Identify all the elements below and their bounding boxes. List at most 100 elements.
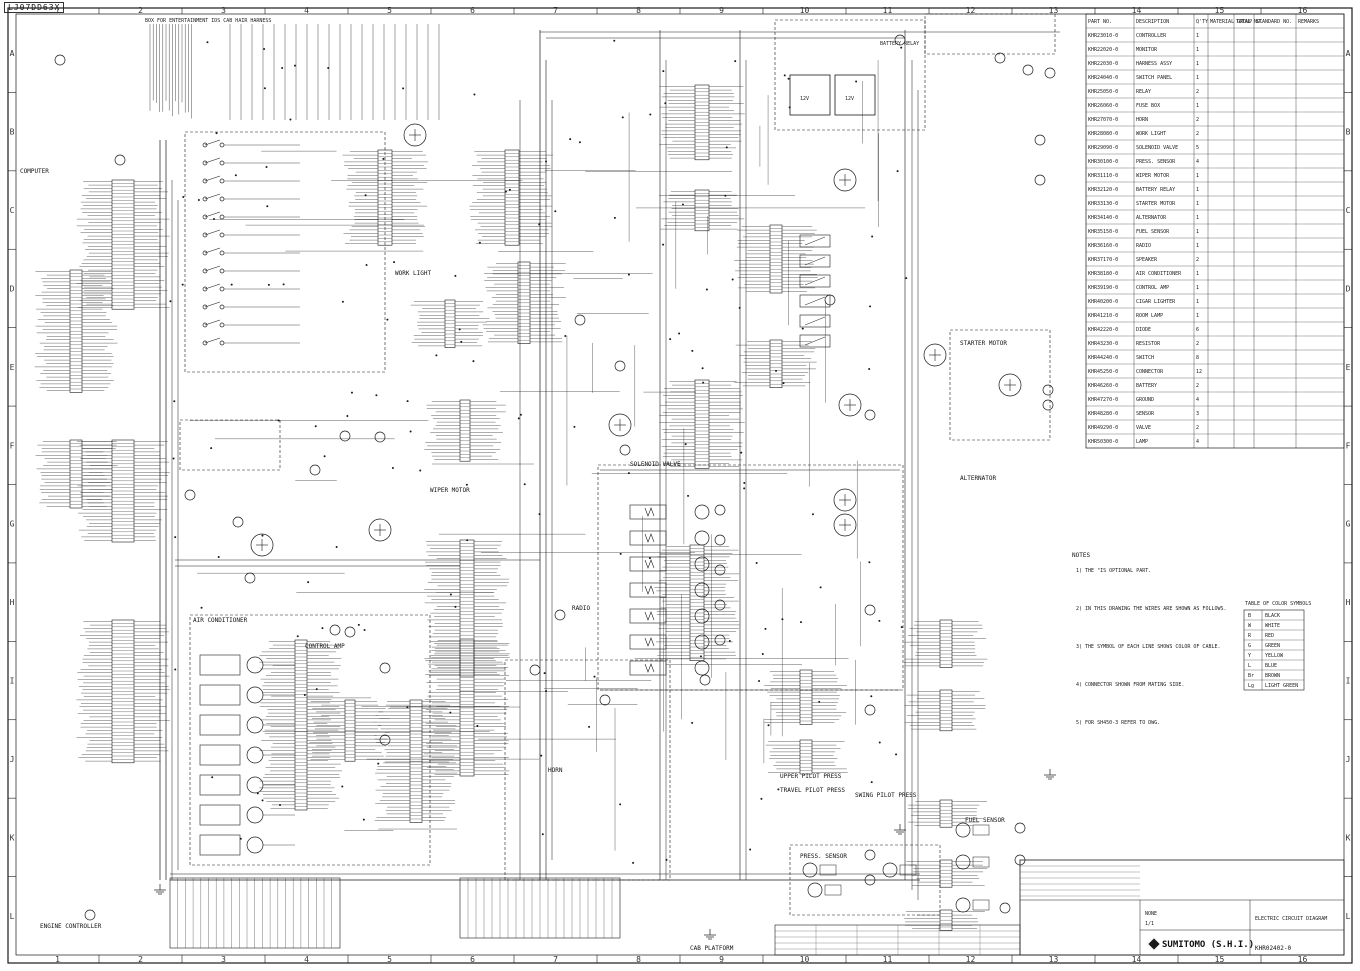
panel-switch [202, 265, 300, 274]
splice-dot [761, 652, 764, 655]
splice-dot [465, 483, 468, 486]
parts-table-cell: KHR42220-0 [1088, 327, 1118, 333]
parts-table-cell: MONITOR [1136, 47, 1158, 53]
splice-dot [454, 605, 457, 608]
item-balloon [309, 464, 321, 476]
grid-col-label: 12 [966, 955, 976, 964]
parts-table-cell: KHR40200-0 [1088, 299, 1118, 305]
sensor-connector [904, 909, 985, 931]
item-balloon [114, 154, 126, 166]
splice-dot [665, 858, 668, 861]
main-harness-connector [424, 539, 510, 677]
parts-table-cell: 1 [1196, 229, 1199, 235]
grid-row-label: I [1346, 677, 1351, 686]
splice-dot [728, 639, 731, 642]
parts-table-cell: 1 [1196, 299, 1199, 305]
splice-dot [206, 41, 209, 44]
parts-table-header: DESCRIPTION [1136, 19, 1169, 25]
item-balloon [714, 534, 726, 546]
splice-dot [687, 494, 690, 497]
grid-row-label: B [10, 128, 15, 137]
splice-dot [217, 555, 220, 558]
pressure-sensor-symbol [955, 822, 990, 838]
splice-dot [267, 283, 270, 286]
engine-controller-label: ENGINE CONTROLLER [40, 923, 102, 930]
parts-table-cell: SPEAKER [1136, 257, 1158, 263]
splice-dot [593, 675, 596, 678]
splice-dot [261, 534, 264, 537]
grid-col-label: 10 [800, 6, 810, 15]
splice-dot [699, 655, 702, 658]
fuse-box [924, 13, 1056, 55]
sensor-connector [904, 619, 988, 668]
wiper-motor-label: WIPER MOTOR [430, 487, 470, 494]
sensor-connector [906, 859, 988, 888]
parts-table-cell: KHR49290-0 [1088, 425, 1118, 431]
parts-table-cell: 12 [1196, 369, 1202, 375]
splice-dot [648, 557, 651, 560]
motor-symbol [368, 518, 392, 542]
grid-row-label: J [1346, 755, 1351, 764]
grid-row-label: K [1346, 833, 1351, 842]
grid-col-label: 3 [221, 6, 226, 15]
splice-dot [868, 561, 871, 564]
color-code: G [1248, 643, 1251, 649]
note-line: 5) FOR SH450-3 REFER TO DWG. [1076, 720, 1160, 726]
sheet-number: 1/1 [1145, 921, 1154, 927]
solenoid-coil [629, 634, 710, 650]
splice-dot [878, 741, 881, 744]
item-balloon [699, 674, 711, 686]
item-balloon [599, 694, 611, 706]
motor-symbol [838, 393, 862, 417]
company-logo [1148, 938, 1160, 950]
air-conditioner-box [189, 614, 431, 866]
item-balloon [54, 54, 66, 66]
upper-pilot-press-label: UPPER PILOT PRESS [780, 773, 842, 780]
solenoid-coil [629, 556, 710, 572]
parts-table-cell: SWITCH [1136, 355, 1154, 361]
ground-symbol [154, 884, 166, 895]
splice-dot [775, 369, 778, 372]
splice-dot [545, 160, 548, 163]
work-light-label: WORK LIGHT [395, 270, 432, 277]
item-balloon [1022, 64, 1034, 76]
grid-col-label: 9 [719, 955, 724, 964]
splice-dot [724, 194, 727, 197]
relay-coil [799, 314, 831, 328]
splice-dot [578, 141, 581, 144]
motor-symbol [998, 373, 1022, 397]
splice-dot [740, 451, 743, 454]
splice-dot [701, 367, 704, 370]
item-balloon [864, 704, 876, 716]
panel-switch [202, 319, 300, 328]
splice-dot [263, 87, 266, 90]
color-code: Lg [1248, 683, 1254, 689]
item-balloon [864, 409, 876, 421]
grid-col-label: 2 [138, 6, 143, 15]
motor-symbol [250, 533, 274, 557]
ac-device [199, 684, 295, 706]
solenoid-coil [629, 530, 710, 546]
item-balloon [1042, 384, 1054, 396]
splice-dot [476, 724, 479, 727]
switch-panel-box [184, 131, 386, 373]
grid-col-label: 15 [1215, 955, 1225, 964]
grid-col-label: 12 [966, 6, 976, 15]
parts-table-cell: ROOM LAMP [1136, 313, 1163, 319]
revision-strip [774, 924, 1021, 956]
parts-table-cell: 1 [1196, 313, 1199, 319]
splice-dot [406, 706, 409, 709]
parts-table-cell: KHR33130-0 [1088, 201, 1118, 207]
splice-dot [293, 64, 296, 67]
parts-table-header: PART NO. [1088, 19, 1112, 25]
item-balloon [329, 624, 341, 636]
color-name: WHITE [1265, 623, 1280, 629]
parts-table-cell: KHR47270-0 [1088, 397, 1118, 403]
grid-col-label: 5 [387, 6, 392, 15]
splice-dot [627, 472, 630, 475]
splice-dot [323, 455, 326, 458]
color-table-title: TABLE OF COLOR SYMBOLS [1245, 601, 1311, 607]
splice-dot [545, 689, 548, 692]
splice-dot [210, 447, 213, 450]
ground-symbol [704, 929, 716, 940]
